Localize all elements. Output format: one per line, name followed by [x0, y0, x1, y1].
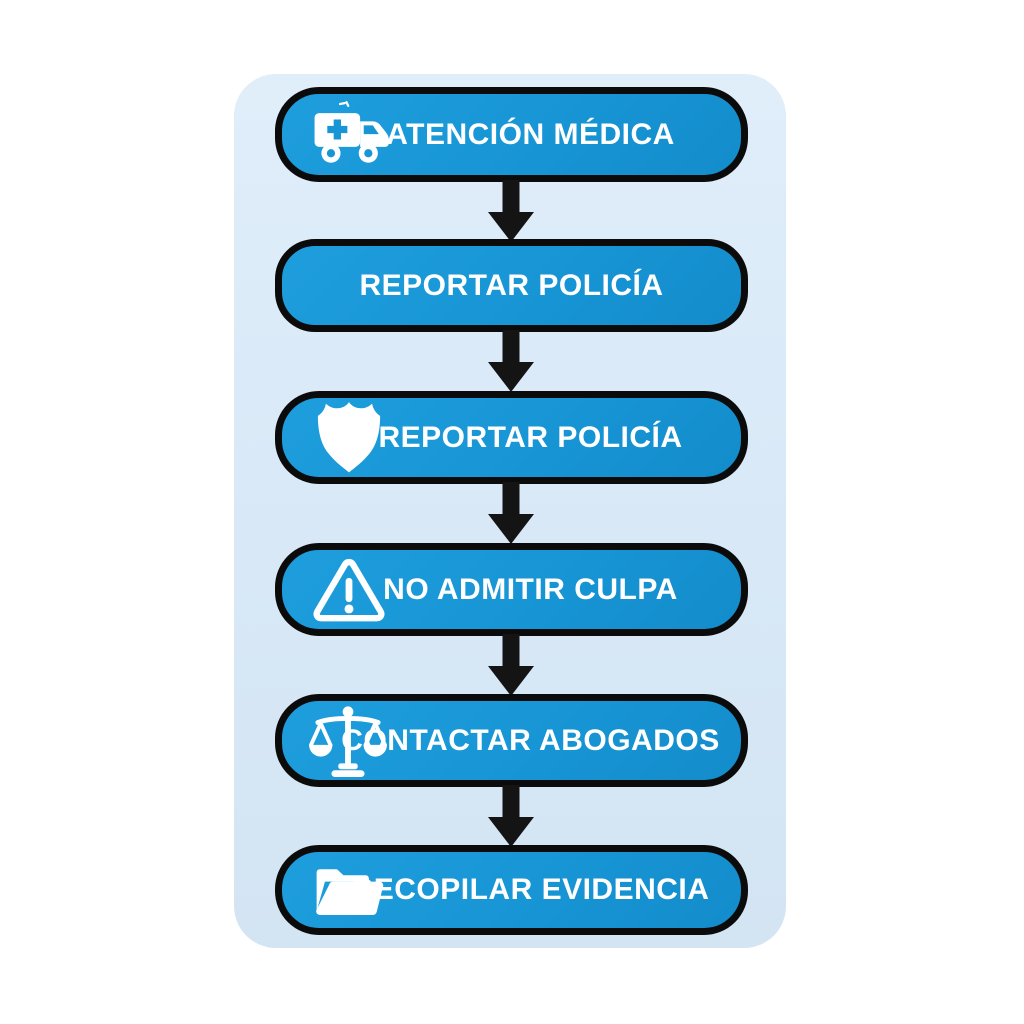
- step-label: ATENCIÓN MÉDICA: [386, 117, 675, 151]
- flowchart-panel: ATENCIÓN MÉDICA REPORTAR POLICÍA REPORTA…: [234, 74, 786, 948]
- police-badge-icon: [316, 400, 382, 476]
- step-label: REPORTAR POLICÍA: [359, 268, 664, 302]
- step-label: REPORTAR POLICÍA: [378, 420, 683, 454]
- flow-arrow: [488, 482, 534, 544]
- scales-of-justice-icon: [308, 704, 388, 778]
- step-contactar-abogados: CONTACTAR ABOGADOS: [275, 694, 748, 787]
- open-folder-icon: [312, 861, 386, 919]
- flow-arrow: [488, 180, 534, 242]
- warning-triangle-icon: [312, 556, 386, 624]
- step-label: RECOPILAR EVIDENCIA: [351, 873, 710, 906]
- step-atencion-medica: ATENCIÓN MÉDICA: [275, 87, 748, 182]
- step-no-admitir-culpa: NO ADMITIR CULPA: [275, 543, 748, 636]
- step-label: CONTACTAR ABOGADOS: [341, 723, 720, 757]
- flow-arrow: [488, 330, 534, 392]
- step-label: NO ADMITIR CULPA: [383, 572, 678, 606]
- step-recopilar-evidencia: RECOPILAR EVIDENCIA: [275, 845, 748, 935]
- step-reportar-policia-1: REPORTAR POLICÍA: [275, 239, 748, 332]
- flow-arrow: [488, 634, 534, 696]
- step-reportar-policia-2: REPORTAR POLICÍA: [275, 391, 748, 484]
- ambulance-icon: [310, 100, 392, 170]
- flow-arrow: [488, 785, 534, 847]
